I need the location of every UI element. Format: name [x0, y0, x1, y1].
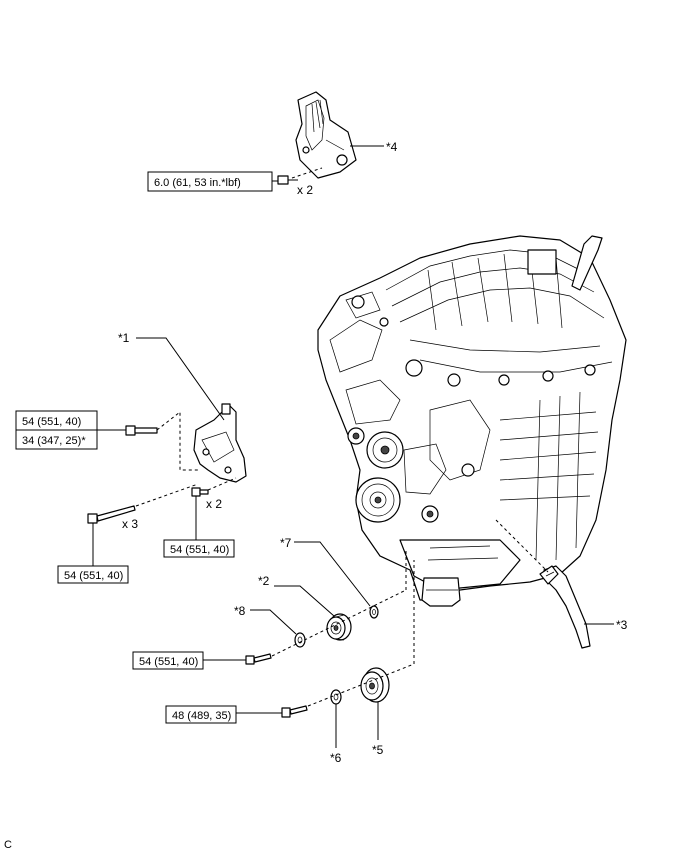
idler-pulley-part [326, 613, 352, 641]
callout-label: *4 [386, 140, 398, 154]
leader-line [274, 585, 335, 617]
dashed-guide [135, 483, 199, 507]
bolt-icon [277, 175, 298, 185]
dashed-guide [307, 663, 415, 707]
dashed-guide [495, 519, 549, 573]
callout-label: *8 [234, 604, 246, 618]
bolt-icon [281, 705, 308, 718]
engine-assembly [317, 235, 627, 607]
quantity-label: x 3 [122, 517, 138, 531]
quantity-label: x 2 [206, 497, 222, 511]
callout-label: *1 [118, 331, 130, 345]
leader-line [250, 609, 297, 635]
dashed-guide [271, 589, 407, 657]
torque-bracket-top: 54 (551, 40) [22, 416, 81, 428]
figure-code: C [4, 839, 12, 851]
bolt-icon [245, 653, 272, 665]
bracket-part [193, 403, 247, 483]
dashed-guide [291, 167, 323, 179]
torque-bracket-right: 54 (551, 40) [170, 544, 229, 556]
hose-part [539, 565, 591, 649]
torque-idler-lower: 48 (489, 35) [172, 710, 231, 722]
spacer-part [330, 689, 342, 705]
torque-box [163, 539, 235, 558]
torque-bracket-alt: 34 (347, 25)* [22, 435, 86, 447]
dashed-guide [156, 410, 198, 471]
leader-line [136, 337, 225, 421]
idler-pulley-part [360, 667, 390, 703]
dashed-guide [207, 477, 237, 491]
callout-label: *5 [372, 743, 384, 757]
bolt-icon [125, 425, 158, 436]
torque-box [165, 705, 237, 724]
torque-bracket-long: 54 (551, 40) [64, 570, 123, 582]
torque-box [57, 565, 129, 584]
callout-label: *3 [616, 618, 628, 632]
callout-label: *6 [330, 751, 342, 765]
bolt-icon [191, 487, 209, 497]
quantity-label: x 2 [297, 183, 313, 197]
washer-part [369, 605, 379, 619]
spacer-part [294, 632, 306, 648]
callout-label: *2 [258, 574, 270, 588]
engine-cover-part [295, 91, 357, 179]
torque-cover-text: 6.0 (61, 53 in.*lbf) [154, 177, 241, 189]
torque-idler-upper: 54 (551, 40) [139, 656, 198, 668]
leader-line [294, 541, 371, 607]
callout-label: *7 [280, 536, 292, 550]
